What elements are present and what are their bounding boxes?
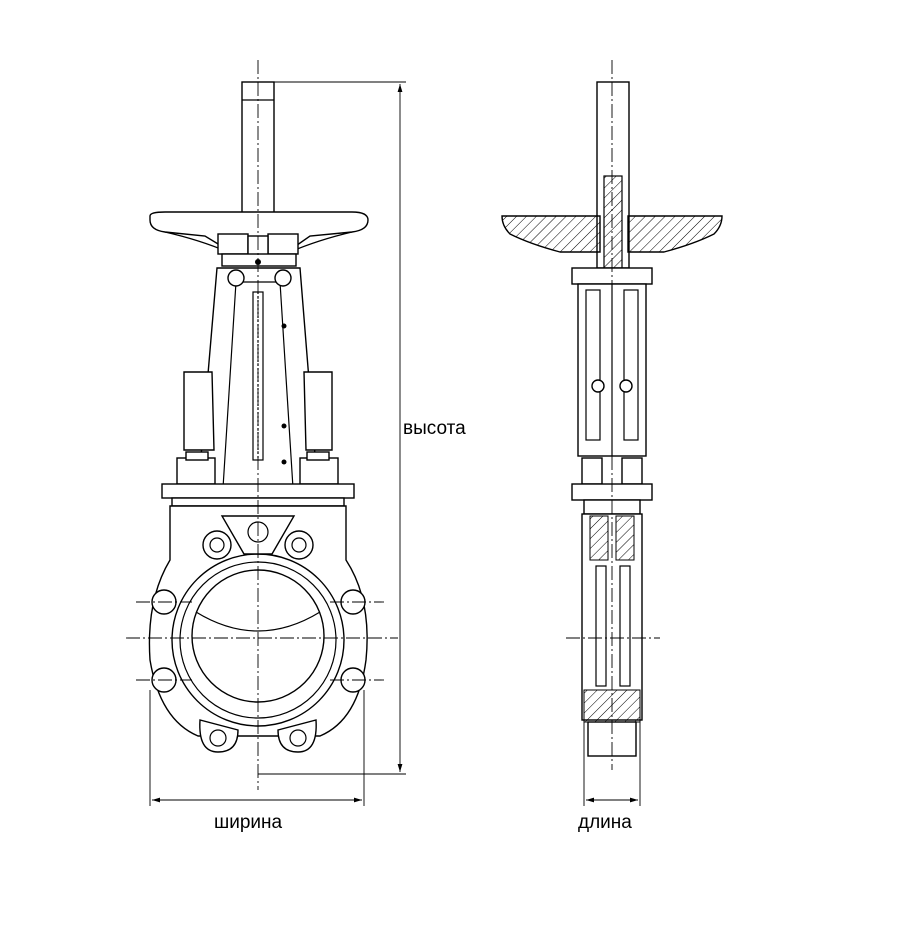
height-label: высота <box>403 418 466 439</box>
length-dimension <box>583 722 641 806</box>
length-label: длина <box>578 812 632 833</box>
width-label: ширина <box>214 812 283 833</box>
handwheel <box>149 211 369 251</box>
front-view <box>126 60 398 790</box>
side-view <box>501 60 723 770</box>
height-dimension <box>258 81 406 775</box>
width-dimension <box>149 690 365 806</box>
